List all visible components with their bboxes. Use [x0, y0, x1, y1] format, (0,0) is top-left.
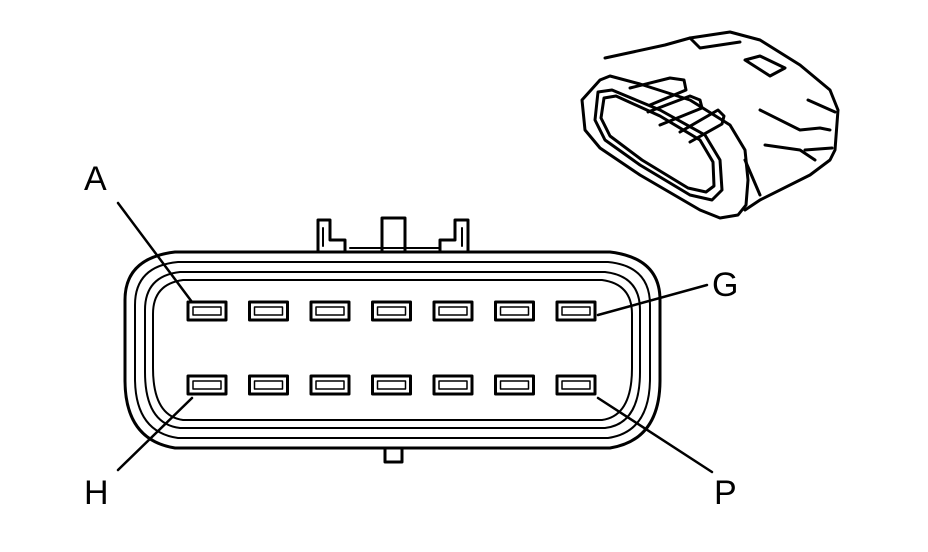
pin-label-a: A [84, 160, 107, 198]
pin-label-p: P [714, 474, 737, 512]
leader-lines [116, 201, 714, 474]
connector-shell-outer [123, 250, 662, 450]
pin-cavities [186, 300, 597, 396]
pin-label-g: G [712, 266, 738, 304]
pin-cavity-inner-top-7 [561, 306, 591, 316]
pin-cavity-inner-bottom-4 [376, 380, 407, 390]
pin-cavity-inner-bottom-3 [315, 380, 345, 390]
connector-front-view [123, 216, 662, 464]
top-latch [316, 216, 470, 254]
bottom-key [383, 446, 404, 464]
pin-cavity-inner-top-2 [253, 306, 284, 316]
pin-cavity-inner-top-4 [376, 306, 407, 316]
leader-line-p [596, 396, 714, 474]
pin-cavity-inner-bottom-1 [192, 380, 222, 390]
pin-cavity-inner-top-5 [438, 306, 468, 316]
pin-cavity-inner-bottom-5 [438, 380, 468, 390]
leader-line-h [116, 396, 194, 472]
leader-line-a [116, 201, 194, 304]
pin-cavity-inner-top-1 [192, 306, 222, 316]
pin-cavity-inner-top-3 [315, 306, 345, 316]
pin-cavity-inner-bottom-2 [253, 380, 284, 390]
pin-cavity-inner-bottom-6 [499, 380, 530, 390]
pin-cavity-inner-bottom-7 [561, 380, 591, 390]
pin-label-h: H [84, 474, 109, 512]
connector-iso-view [580, 30, 840, 220]
pin-cavity-inner-top-6 [499, 306, 530, 316]
leader-line-g [596, 283, 709, 317]
